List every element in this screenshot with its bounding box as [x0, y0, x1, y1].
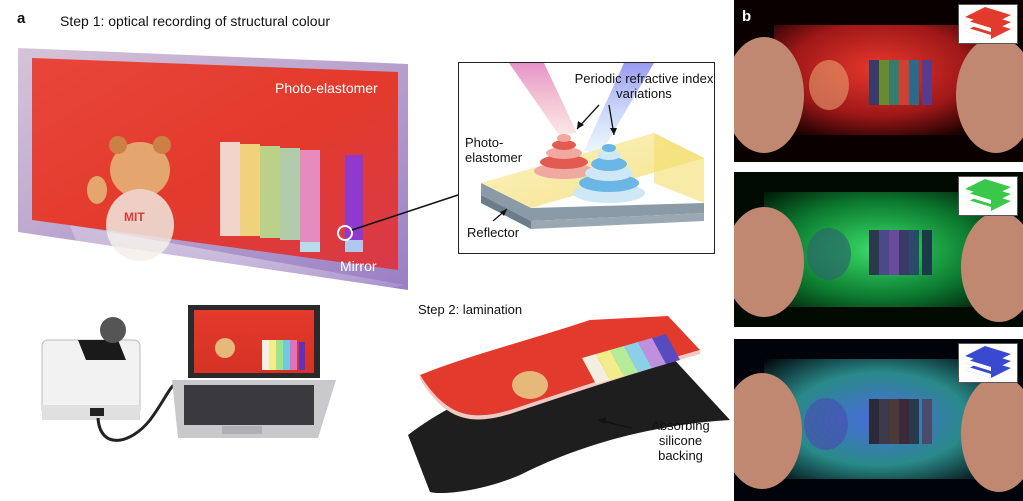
blue-stack-icon [958, 343, 1018, 383]
red-stack-icon [958, 4, 1018, 44]
green-photo-bars [869, 230, 932, 275]
step1-title: Step 1: optical recording of structural … [60, 13, 331, 29]
red-cone [534, 134, 594, 179]
projector [41, 317, 141, 420]
reflector-label: Reflector [467, 225, 520, 240]
inset-svg [481, 63, 704, 229]
periodic-label: Periodic refractive index variations [574, 71, 714, 101]
right-hand [956, 37, 1023, 153]
light-beam [70, 225, 405, 340]
colour-bars-screen [220, 142, 363, 252]
inset-structure-diagram: Periodic refractive index variations Pho… [458, 62, 715, 254]
panel-b-letter: b [742, 8, 752, 25]
mirror-label: Mirror [340, 258, 377, 274]
laptop-colour-bars [262, 340, 305, 370]
reflector-layer [481, 183, 704, 221]
backing-label: Absorbing silicone backing [651, 418, 710, 463]
leader-line [351, 194, 459, 231]
sheet-colour-bars [582, 334, 680, 384]
sheet-mascot [512, 371, 548, 399]
projection-scene [18, 48, 459, 442]
red-photo-bars [869, 60, 932, 105]
blue-beam [584, 63, 654, 153]
green-stack-icon [958, 176, 1018, 216]
blue-cone [573, 144, 645, 203]
panel-a-letter: a [17, 10, 26, 27]
mascot-shirt-text: MIT [124, 210, 145, 224]
lamination-scene [408, 316, 730, 494]
probe-circle [337, 225, 353, 241]
silicone-backing [408, 355, 730, 494]
photo-elastomer-label: Photo-elastomer [275, 80, 378, 96]
red-film-sheet [420, 316, 700, 416]
cable [96, 380, 179, 442]
pink-beam [509, 63, 577, 135]
step2-title: Step 2: lamination [418, 302, 523, 317]
laptop [172, 305, 336, 438]
photo-red-film [734, 0, 1023, 162]
blue-photo-bars [869, 399, 932, 444]
inset-photo-elastomer-label: Photo- elastomer [465, 135, 523, 165]
left-hand [734, 37, 804, 153]
